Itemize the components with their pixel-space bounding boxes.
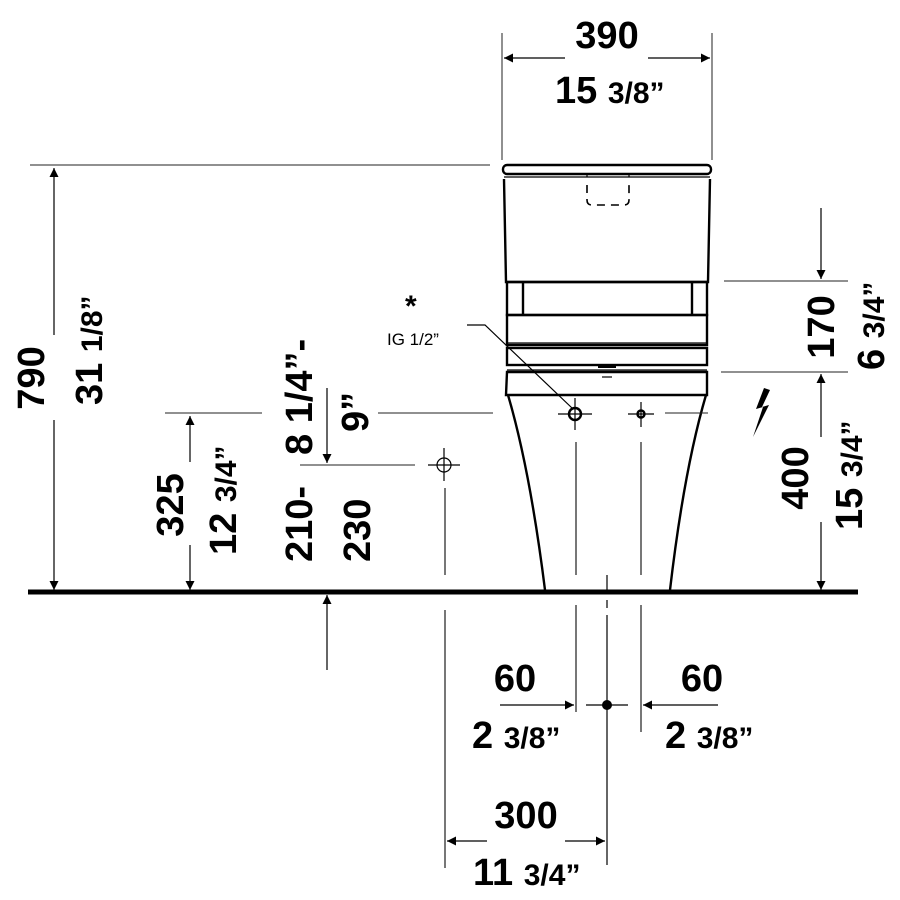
offset-range-mm-to-label: 230 xyxy=(337,499,379,562)
left-offset-inch-label: 2 3/8” xyxy=(472,715,560,757)
supply-height-mm-label: 325 xyxy=(150,473,192,536)
centerline-dot-icon xyxy=(602,700,612,710)
water-supply-crosshair-icon xyxy=(428,448,460,481)
offset-range-inch-to-label: 9” xyxy=(335,392,377,432)
right-offset-inch-label: 2 3/8” xyxy=(665,715,753,757)
height-mm-label: 790 xyxy=(11,346,53,409)
thread-leader-line xyxy=(467,324,573,409)
pedestal-left xyxy=(506,394,547,591)
toilet-outline xyxy=(501,163,713,591)
width-inch-label: 15 3/8” xyxy=(555,70,665,112)
height-inch-label: 31 1/8” xyxy=(69,295,111,405)
supply-height-inch-label: 12 3/4” xyxy=(203,445,245,555)
right-offset-mm-label: 60 xyxy=(681,658,723,700)
thread-callout-label: IG 1/2” xyxy=(387,330,439,349)
width-mm-label: 390 xyxy=(575,15,638,57)
lightning-bolt-icon xyxy=(753,388,770,437)
electrical-height-inch-label: 15 3/4” xyxy=(829,420,871,530)
supply-center-mm-label: 300 xyxy=(494,795,557,837)
tank-height-mm-label: 170 xyxy=(801,295,843,358)
crosshair-small-icon xyxy=(628,402,654,427)
tank-height-inch-label: 6 3/4” xyxy=(851,282,893,370)
crosshair-circle-icon xyxy=(558,398,592,430)
flush-button-outline xyxy=(586,185,630,206)
offset-range-mm-label: 210- xyxy=(279,486,321,562)
asterisk-note: * xyxy=(405,290,417,323)
left-offset-mm-label: 60 xyxy=(494,658,536,700)
pedestal-right xyxy=(668,394,708,591)
electrical-height-mm-label: 400 xyxy=(775,446,817,509)
offset-range-inch-label: 8 1/4”- xyxy=(279,339,321,455)
supply-center-inch-label: 11 3/4” xyxy=(473,852,580,894)
